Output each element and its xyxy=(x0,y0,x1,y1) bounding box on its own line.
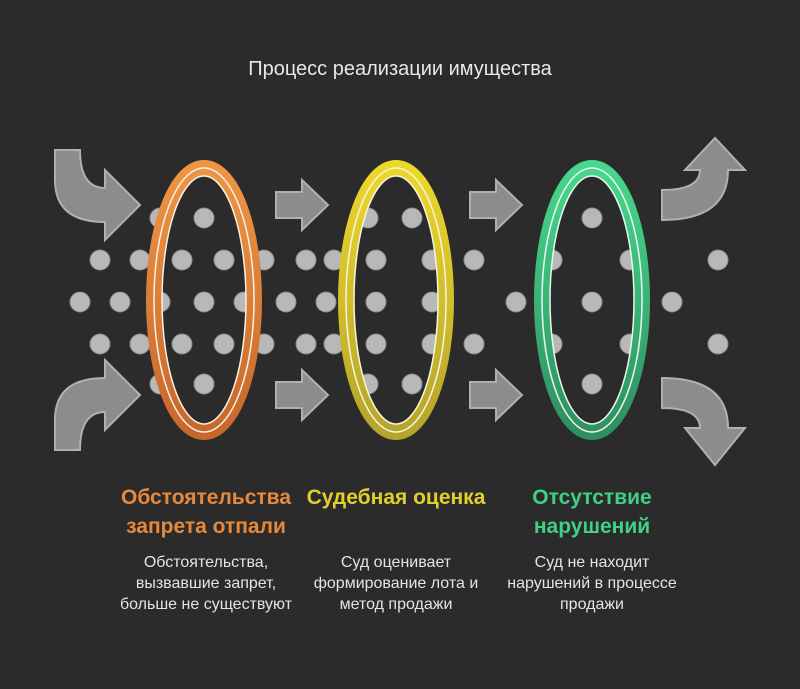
stage-3-heading: Отсутствие нарушений xyxy=(532,486,652,538)
dot-icon xyxy=(295,249,317,271)
dot-icon xyxy=(505,291,527,313)
dot-icon xyxy=(581,373,603,395)
ring-green-icon xyxy=(534,160,650,440)
dot-icon xyxy=(89,249,111,271)
stage-1-description: Обстоятельства, вызвавшие запрет, больше… xyxy=(119,554,293,613)
dot-icon xyxy=(315,291,337,313)
dot-icon xyxy=(129,333,151,355)
dot-icon xyxy=(275,291,297,313)
arrow-icon xyxy=(275,177,330,233)
entry-arrow-top-icon xyxy=(54,149,142,243)
dot-icon xyxy=(129,249,151,271)
dot-icon xyxy=(171,333,193,355)
dot-icon xyxy=(109,291,131,313)
stage-3-description: Суд не находит нарушений в процессе прод… xyxy=(507,554,677,613)
dot-icon xyxy=(365,291,387,313)
dot-icon xyxy=(89,333,111,355)
dot-icon xyxy=(581,207,603,229)
dot-icon xyxy=(193,291,215,313)
dot-icon xyxy=(463,333,485,355)
dot-icon xyxy=(213,333,235,355)
stage-2-description: Суд оценивает формирование лота и метод … xyxy=(313,554,479,613)
entry-arrow-bottom-icon xyxy=(54,357,142,451)
dot-icon xyxy=(581,291,603,313)
arrow-icon xyxy=(469,367,524,423)
stage-1-heading: Обстоятельства запрета отпали xyxy=(120,486,291,538)
exit-arrow-bottom-icon xyxy=(661,376,748,467)
dot-icon xyxy=(365,333,387,355)
arrow-icon xyxy=(275,367,330,423)
dot-icon xyxy=(365,249,387,271)
dot-icon xyxy=(707,249,729,271)
dot-icon xyxy=(707,333,729,355)
ring-yellow-icon xyxy=(338,160,454,440)
dot-icon xyxy=(463,249,485,271)
arrow-icon xyxy=(469,177,524,233)
dot-icon xyxy=(401,373,423,395)
ring-orange-icon xyxy=(146,160,262,440)
diagram-title: Процесс реализации имущества xyxy=(248,58,552,80)
dot-icon xyxy=(213,249,235,271)
dot-icon xyxy=(193,207,215,229)
middle-arrows xyxy=(275,177,524,423)
dot-icon xyxy=(69,291,91,313)
dot-icon xyxy=(193,373,215,395)
dot-icon xyxy=(401,207,423,229)
dot-icon xyxy=(171,249,193,271)
dot-icon xyxy=(661,291,683,313)
stage-2-heading: Судебная оценка xyxy=(306,486,486,509)
dot-icon xyxy=(295,333,317,355)
exit-arrow-top-icon xyxy=(661,136,748,222)
